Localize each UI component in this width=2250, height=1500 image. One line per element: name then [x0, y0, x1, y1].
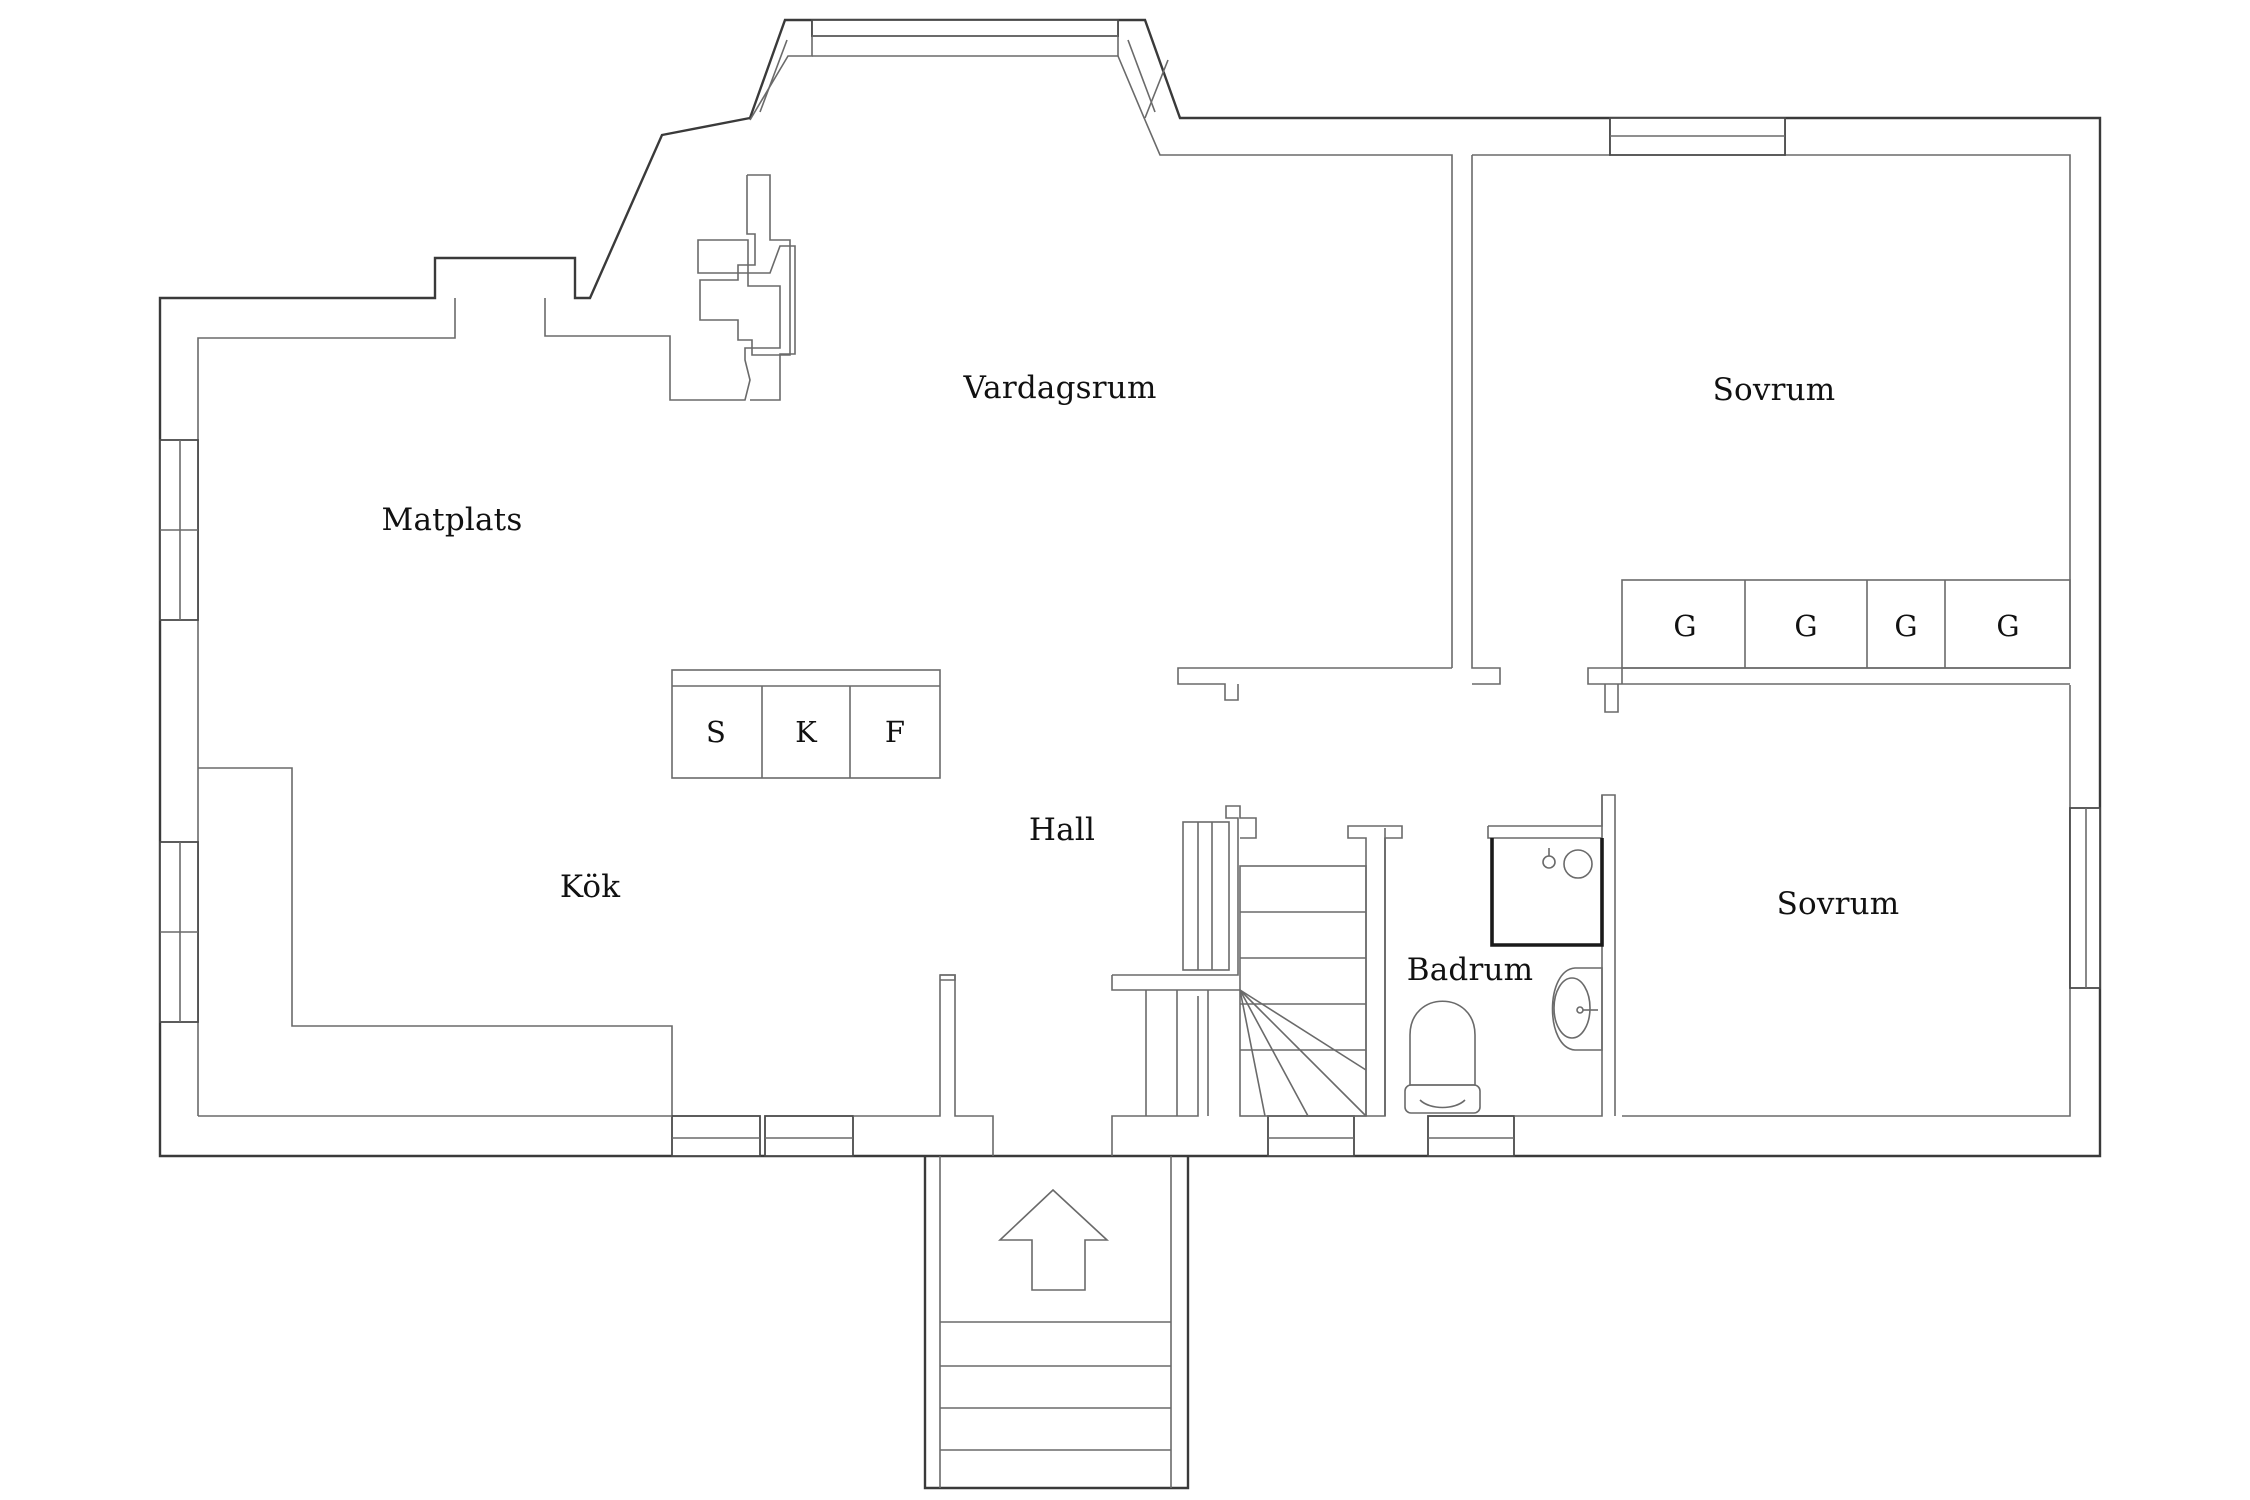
room-label-sovrum-2: Sovrum [1776, 886, 1900, 922]
entrance-arrow-icon [997, 1188, 1110, 1291]
room-label-matplats: Matplats [381, 502, 523, 538]
wardrobe-label: G [1673, 609, 1697, 643]
wardrobe-label: G [1894, 609, 1918, 643]
bay-window [749, 19, 1453, 668]
staircase [1111, 805, 1403, 1117]
room-label-badrum: Badrum [1406, 952, 1534, 988]
right-window [2069, 807, 2101, 989]
bottom-windows [671, 1115, 1515, 1157]
appliance-label-f: F [884, 715, 906, 749]
room-label-kok: Kök [559, 869, 621, 905]
room-label-sovrum-1: Sovrum [1712, 372, 1836, 408]
wardrobes [1621, 579, 2071, 669]
room-label-vardagsrum: Vardagsrum [963, 370, 1157, 406]
fireplace [699, 174, 791, 356]
room-label-hall: Hall [1028, 812, 1096, 848]
left-windows [159, 439, 199, 1023]
partitions [1177, 117, 2071, 713]
wardrobe-label: G [1996, 609, 2020, 643]
outer-walls [158, 18, 2102, 1490]
appliance-label-s: S [705, 715, 727, 749]
bathroom [1384, 794, 1616, 1116]
kitchen-counter [198, 669, 941, 1116]
appliance-label-k: K [795, 715, 817, 749]
wardrobe-label: G [1794, 609, 1818, 643]
outer-stairs [940, 1321, 1171, 1451]
